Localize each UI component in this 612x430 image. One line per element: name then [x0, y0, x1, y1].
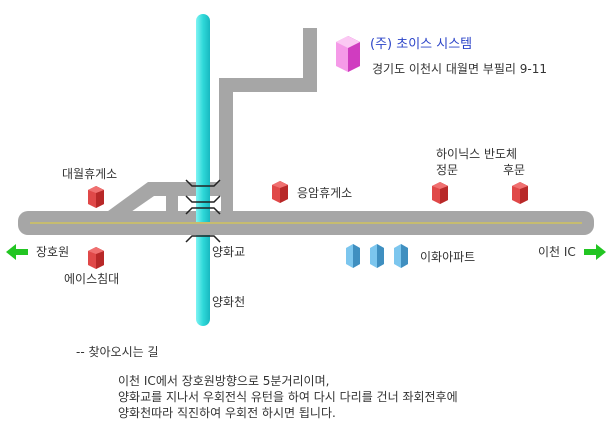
directions-line: 이천 IC에서 장호원방향으로 5분거리이며,	[118, 374, 330, 388]
label-yanghwa-bridge: 양화교	[212, 245, 246, 259]
marker-daewol	[88, 186, 104, 208]
label-hynix-main-gate: 정문	[436, 163, 459, 177]
ramp-right-spur	[221, 196, 233, 212]
marker-eungam	[272, 181, 288, 203]
label-eungam-rest-area: 응암휴게소	[297, 186, 353, 200]
ramp-left-spur	[166, 196, 178, 212]
location-map	[6, 14, 606, 326]
label-hynix-back-gate: 후문	[503, 163, 526, 177]
directions-title: -- 찾아오시는 길	[76, 345, 159, 359]
marker-hynix-back	[512, 182, 528, 204]
directions-text: 이천 IC에서 장호원방향으로 5분거리이며, 양화교를 지나서 우회전식 유턴…	[118, 373, 458, 421]
directions-line: 양화교를 지나서 우회전식 유턴을 하여 다시 다리를 건너 좌회전후에	[118, 390, 458, 404]
road-network	[18, 28, 594, 235]
label-ihwa-apt: 이화아파트	[420, 250, 476, 264]
label-yanghwa-stream: 양화천	[212, 295, 246, 309]
label-ace-bed: 에이스침대	[64, 272, 120, 286]
upper-horizontal-road	[219, 78, 317, 92]
upper-vertical-road	[303, 28, 317, 92]
marker-ace-bed	[88, 247, 104, 269]
label-daewol-rest-area: 대월휴게소	[62, 167, 118, 181]
company-address: 경기도 이천시 대월면 부필리 9-11	[372, 62, 547, 76]
left-arrow-icon	[6, 244, 28, 260]
right-arrow-icon	[584, 244, 606, 260]
label-hynix-line1: 하이닉스 반도체	[436, 147, 518, 161]
bridge-marks	[185, 179, 221, 243]
label-icheon-ic: 이천 IC	[538, 245, 576, 259]
company-name: (주) 초이스 시스템	[370, 37, 473, 52]
yanghwa-stream	[196, 14, 210, 326]
building-marker-icon	[336, 36, 360, 72]
label-janghowon: 장호원	[36, 245, 70, 259]
north-road	[219, 78, 233, 196]
directions-line: 양화천따라 직진하여 우회전 하시면 됩니다.	[118, 406, 336, 420]
apartment-icon	[346, 244, 408, 268]
ramp-top-road	[148, 182, 230, 196]
marker-hynix-main	[432, 182, 448, 204]
